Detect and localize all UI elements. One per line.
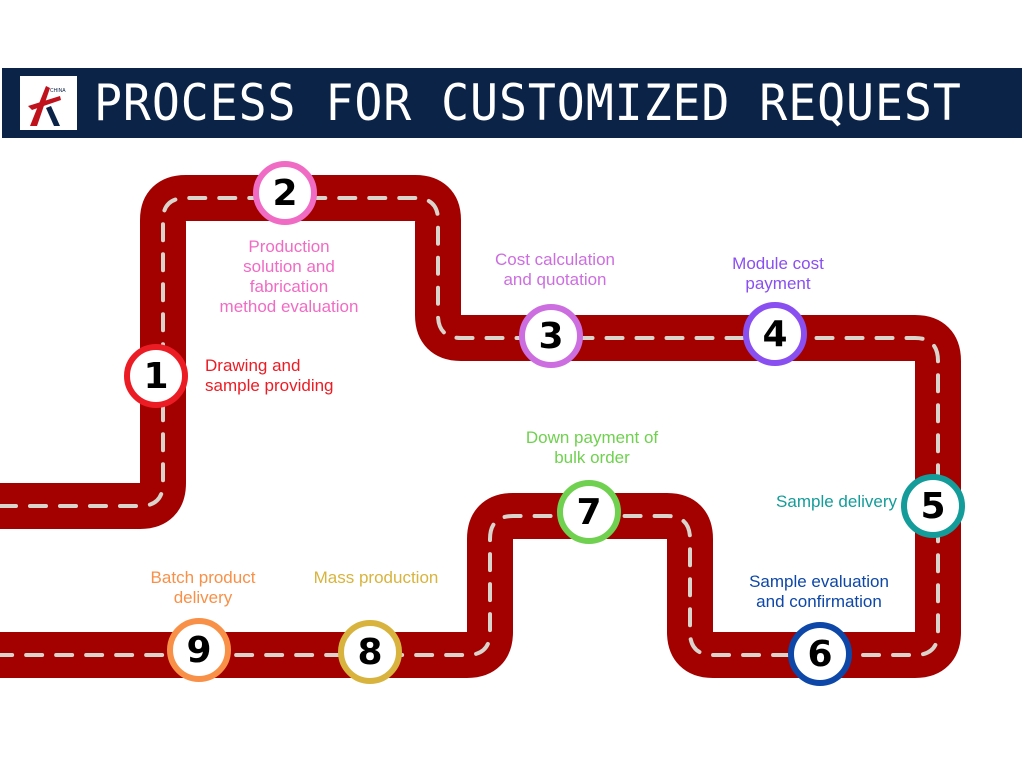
company-logo: CHINA <box>20 76 77 130</box>
step-9-label: Batch product delivery <box>128 568 278 608</box>
page-title: PROCESS FOR CUSTOMIZED REQUEST <box>94 74 962 132</box>
step-8-label: Mass production <box>296 568 456 588</box>
step-2-number: 2 <box>272 172 298 214</box>
step-3-label: Cost calculation and quotation <box>475 250 635 290</box>
step-4-circle: 4 <box>743 302 807 366</box>
step-1-circle: 1 <box>124 344 188 408</box>
step-2-label-line: method evaluation <box>219 297 359 316</box>
step-2-label-line: fabrication <box>249 277 329 296</box>
step-1-label-line: sample providing <box>205 376 334 395</box>
step-6-circle: 6 <box>788 622 852 686</box>
step-3-circle: 3 <box>519 304 583 368</box>
step-5-number: 5 <box>920 485 946 527</box>
step-9-label-line: Batch product <box>150 568 256 587</box>
header-banner: CHINA PROCESS FOR CUSTOMIZED REQUEST <box>2 68 1022 138</box>
step-1-label: Drawing and sample providing <box>205 356 334 396</box>
step-5-circle: 5 <box>901 474 965 538</box>
step-6-label-line: and confirmation <box>756 592 882 611</box>
step-4-label: Module cost payment <box>708 254 848 294</box>
step-7-circle: 7 <box>557 480 621 544</box>
logo-a-icon: CHINA <box>28 86 66 126</box>
step-5-label-line: Sample delivery <box>776 492 897 511</box>
step-3-label-line: and quotation <box>503 270 607 289</box>
step-7-label-line: bulk order <box>554 448 630 467</box>
step-7-label-line: Down payment of <box>525 428 659 447</box>
step-1-label-line: Drawing and <box>205 356 301 375</box>
step-5-label: Sample delivery <box>745 492 897 512</box>
step-9-label-line: delivery <box>173 588 233 607</box>
step-3-number: 3 <box>538 315 564 357</box>
step-9-number: 9 <box>186 629 212 671</box>
step-8-number: 8 <box>357 631 383 673</box>
step-2-label-line: Production <box>248 237 330 256</box>
step-1-number: 1 <box>143 355 169 397</box>
step-8-circle: 8 <box>338 620 402 684</box>
step-2-circle: 2 <box>253 161 317 225</box>
step-6-label: Sample evaluation and confirmation <box>729 572 909 612</box>
step-4-label-line: payment <box>745 274 811 293</box>
step-3-label-line: Cost calculation <box>494 250 615 269</box>
step-7-label: Down payment of bulk order <box>502 428 682 468</box>
step-8-label-line: Mass production <box>313 568 439 587</box>
svg-text:CHINA: CHINA <box>50 88 66 94</box>
step-6-label-line: Sample evaluation <box>749 572 889 591</box>
step-7-number: 7 <box>576 491 602 533</box>
step-2-label: Production solution and fabrication meth… <box>199 237 379 317</box>
step-9-circle: 9 <box>167 618 231 682</box>
step-6-number: 6 <box>807 633 833 675</box>
step-2-label-line: solution and <box>243 257 335 276</box>
step-4-label-line: Module cost <box>732 254 824 273</box>
step-4-number: 4 <box>762 313 788 355</box>
